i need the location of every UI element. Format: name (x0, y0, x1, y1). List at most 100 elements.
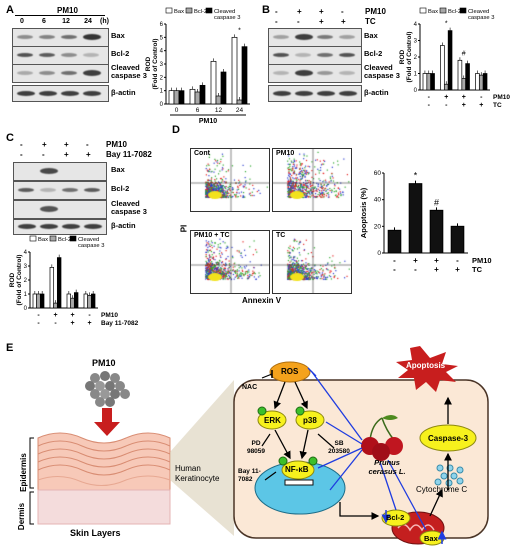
panel-c-bay-3: + (64, 150, 69, 159)
panel-b-tc-3: + (319, 17, 324, 26)
legend-label: Bax (428, 9, 438, 15)
bar-bcl-2 (478, 74, 484, 91)
skin-epidermis (37, 432, 171, 491)
panel-a-time-24: 24 (84, 18, 92, 25)
panel-a-time-12: 12 (62, 18, 70, 25)
bar-bax (475, 73, 480, 91)
panel-a-time-6: 6 (42, 18, 46, 25)
x-tick-label: 12 (215, 107, 223, 114)
x-condition: + (70, 320, 74, 327)
nfkb-label: NF-κB (285, 465, 309, 474)
y-tick-label: 0 (377, 250, 381, 257)
x-condition: + (479, 102, 483, 109)
panel-b-pm-1: - (275, 7, 278, 16)
x-condition: + (462, 102, 466, 109)
x-tick-label: 0 (175, 107, 179, 114)
panel-a-time-0: 0 (20, 18, 24, 25)
legend-label: Cleaved (468, 9, 489, 15)
legend-label: Bcl-2 (194, 9, 207, 15)
bar-bcl-2 (53, 302, 58, 309)
x-condition: - (480, 94, 483, 101)
panel-d-facs-pm10 (272, 148, 352, 212)
bar-cleaved-caspase-3 (220, 71, 227, 105)
y-tick-label: 2 (414, 55, 418, 61)
y-axis-label: ROD(Fold of Control) (145, 39, 159, 90)
legend-swatch (205, 7, 213, 14)
phospho-erk-icon (257, 406, 267, 416)
x-condition: + (413, 256, 418, 265)
bar-apoptosis (387, 229, 402, 254)
panel-b-label-bax: Bax (364, 31, 378, 40)
y-tick-label: 0 (414, 88, 418, 94)
panel-d-facs-title-cont: Cont (194, 150, 210, 157)
bar-cleaved-caspase-3 (73, 292, 79, 309)
panel-d-facs-tc (272, 230, 352, 294)
x-condition: - (393, 256, 396, 265)
pd98059-label: PD 98059 (246, 440, 266, 455)
erk-node (257, 410, 287, 430)
y-tick-label: 2 (160, 75, 164, 81)
legend-swatch (49, 235, 57, 242)
legend-swatch (439, 7, 447, 14)
panel-c-label-bax: Bax (111, 165, 125, 174)
x-condition: + (455, 265, 460, 274)
significance-mark: # (462, 50, 466, 57)
epidermis-label: Epidermis (18, 453, 28, 492)
panel-e-label: E (6, 342, 14, 354)
panel-b-tc-1: - (275, 17, 278, 26)
panel-b-tc-label: TC (365, 17, 376, 26)
x-condition: - (428, 102, 431, 109)
x-condition: - (456, 256, 459, 265)
panel-a-label: A (6, 4, 14, 16)
y-tick-label: 1 (24, 292, 28, 298)
legend-swatch (185, 7, 193, 14)
bar-cleaved-caspase-3 (430, 73, 435, 91)
bar-bcl-2 (426, 73, 432, 91)
y-tick-label: 3 (160, 62, 164, 68)
x-condition: + (462, 94, 466, 101)
panel-a-blot-bcl2 (12, 46, 109, 65)
panel-c-label: C (6, 132, 14, 144)
bar-bax (231, 36, 238, 105)
legend-swatch (29, 235, 37, 242)
panel-d-facs-title-tc: TC (276, 232, 286, 239)
bar-bax (66, 293, 72, 309)
panel-c-blot-actin (13, 219, 107, 235)
y-tick-label: 20 (374, 223, 382, 230)
y-tick-label: 1 (414, 72, 418, 78)
panel-b-label-actin: β-actin (364, 88, 389, 97)
bar-cleaved-caspase-3 (199, 84, 206, 105)
bar-bax (32, 293, 38, 309)
x-condition-label: TC (493, 102, 502, 109)
panel-b-blot-bax (268, 28, 362, 47)
bar-bcl-2 (194, 91, 201, 105)
pm-particle-cluster (85, 371, 130, 407)
panel-d-facs-ylabel: PI (179, 224, 189, 233)
panel-c-pm-1: - (20, 140, 23, 149)
bar-bcl-2 (215, 95, 222, 105)
x-condition: - (88, 312, 91, 319)
panel-a-label-caspase: Cleaved caspase 3 (111, 63, 147, 80)
legend-label: Bcl-2 (448, 9, 461, 15)
phospho-p38-icon (295, 406, 305, 416)
legend-label: caspase 3 (78, 243, 104, 249)
significance-mark: * (414, 171, 418, 181)
erk-label: ERK (264, 416, 281, 425)
panel-a-label-bax: Bax (111, 31, 125, 40)
x-condition: + (434, 265, 439, 274)
legend-label: caspase 3 (214, 15, 240, 21)
panel-b-label-bcl2: Bcl-2 (364, 49, 383, 58)
x-condition: + (53, 312, 57, 319)
bar-bcl-2 (36, 293, 41, 309)
y-axis-label: ROD(Fold of Control) (9, 255, 23, 306)
legend-swatch (165, 7, 173, 14)
bar-bcl-2 (236, 99, 243, 105)
legend-label: Bax (38, 237, 48, 243)
panel-d-facs-xlabel: Annexin V (242, 296, 282, 305)
panel-b-blot-bcl2 (268, 46, 362, 65)
panel-b-pm-4: - (341, 7, 344, 16)
panel-c-blot-caspase (13, 200, 107, 219)
x-condition-label: PM10 (472, 256, 492, 265)
keratinocyte-cell (233, 379, 489, 539)
